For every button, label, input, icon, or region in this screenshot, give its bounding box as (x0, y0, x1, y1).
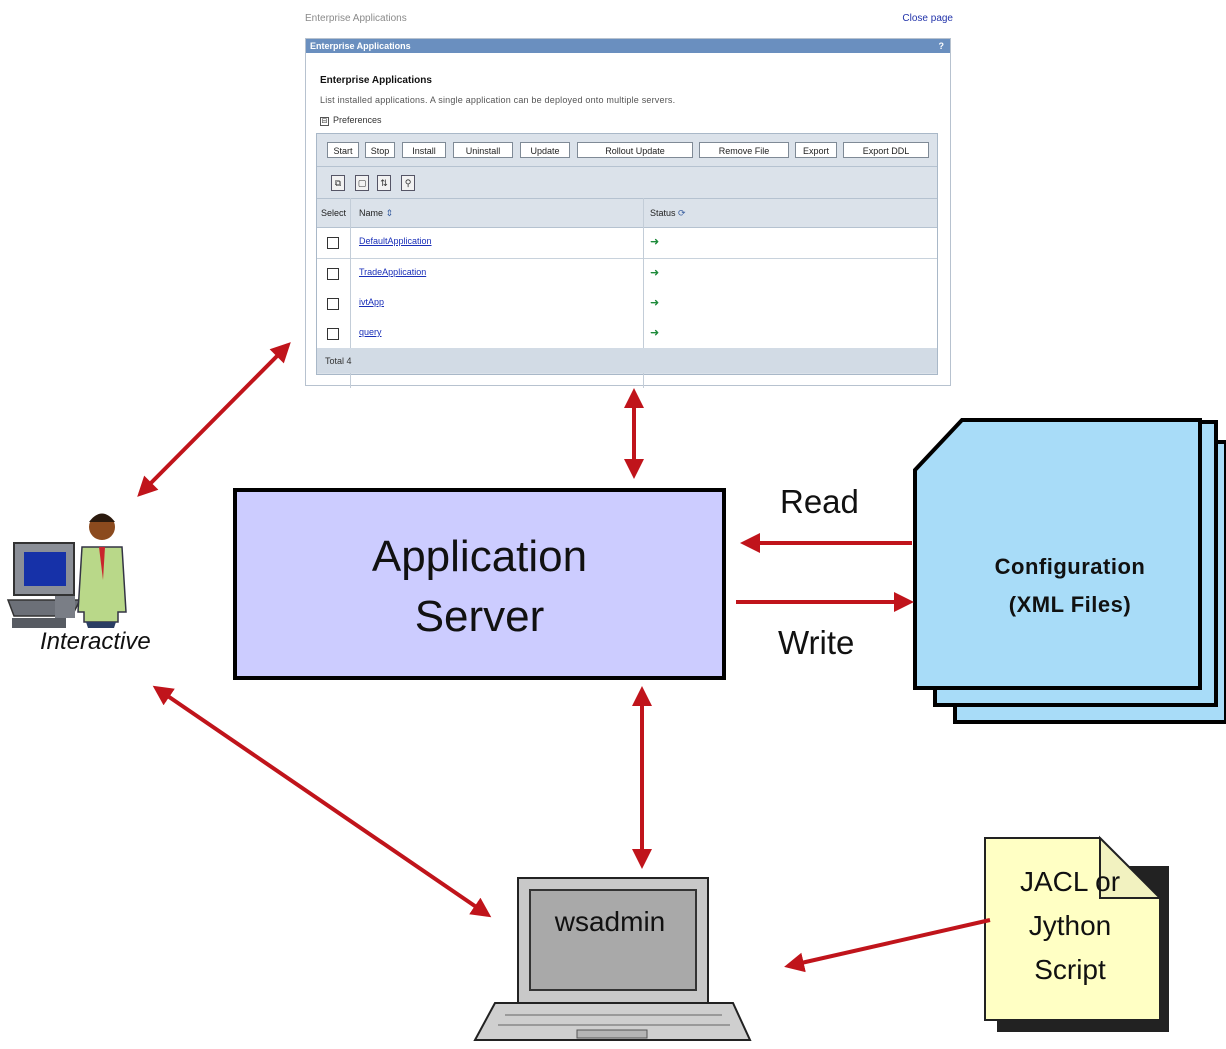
stop-button[interactable]: Stop (365, 142, 395, 158)
started-status-icon: ➜ (650, 327, 660, 339)
config-label-line1: Configuration (994, 554, 1146, 579)
app-name-link[interactable]: query (359, 327, 382, 337)
wsadmin-label: wsadmin (554, 906, 666, 937)
app-name-link[interactable]: DefaultApplication (359, 236, 432, 246)
page-title: Enterprise Applications (320, 75, 432, 86)
script-label-line1: JACL or (1019, 866, 1121, 897)
app-name-link[interactable]: TradeApplication (359, 267, 427, 277)
help-icon[interactable]: ? (938, 41, 945, 51)
select-all-icon[interactable]: ⧉ (331, 175, 345, 191)
preferences-toggle[interactable]: ⊟ Preferences (320, 115, 382, 126)
export-ddl-button[interactable]: Export DDL (843, 142, 929, 158)
deselect-all-icon[interactable]: ▢ (355, 175, 369, 191)
panel-title-bar: Enterprise Applications ? (306, 39, 950, 53)
applications-table: Start Stop Install Uninstall Update Roll… (316, 133, 938, 388)
row-checkbox[interactable] (327, 237, 339, 249)
configuration-xml-files-icon (913, 418, 1226, 724)
close-page-link[interactable]: Close page (902, 13, 953, 24)
script-label-line3: Script (1034, 954, 1106, 985)
filter-icon[interactable]: ⇅ (377, 175, 391, 191)
app-name-link[interactable]: ivtApp (359, 297, 385, 307)
script-wsadmin-arrow (784, 918, 991, 973)
started-status-icon: ➜ (650, 267, 660, 279)
install-button[interactable]: Install (402, 142, 446, 158)
breadcrumb[interactable]: Enterprise Applications (305, 13, 407, 24)
config-label-line2: (XML Files) (1008, 592, 1132, 617)
sort-icon: ⇕ (385, 208, 394, 218)
table-header: Select Name ⇕ Status ⟳ (317, 198, 937, 228)
script-label-line2: Jython (1028, 910, 1112, 941)
select-column-header: Select (321, 208, 347, 218)
script-document-icon (984, 835, 1169, 1032)
column-divider (643, 198, 644, 388)
user-at-computer-icon (6, 513, 127, 628)
start-button[interactable]: Start (327, 142, 359, 158)
export-button[interactable]: Export (795, 142, 837, 158)
table-footer: Total 4 (317, 348, 937, 373)
user-console-arrow (137, 342, 291, 497)
laptop-icon (473, 877, 752, 1041)
row-checkbox[interactable] (327, 268, 339, 280)
collapse-icon: ⊟ (320, 117, 329, 126)
row-checkbox[interactable] (327, 328, 339, 340)
update-button[interactable]: Update (520, 142, 570, 158)
status-header-label: Status (650, 208, 676, 218)
script-label: JACL or Jython Script (1000, 860, 1140, 992)
panel-title: Enterprise Applications (310, 41, 411, 51)
table-row: TradeApplication ➜ (317, 259, 937, 290)
status-column-header[interactable]: Status ⟳ (650, 208, 686, 219)
page-description: List installed applications. A single ap… (320, 95, 676, 105)
table-tool-row: ⧉ ▢ ⇅ ⚲ (317, 167, 937, 197)
action-button-row: Start Stop Install Uninstall Update Roll… (317, 134, 937, 167)
total-count: Total 4 (325, 356, 352, 366)
uninstall-button[interactable]: Uninstall (453, 142, 513, 158)
write-label: Write (778, 624, 855, 661)
configuration-label: Configuration (XML Files) (940, 548, 1200, 624)
preferences-label: Preferences (333, 115, 382, 125)
name-column-header[interactable]: Name ⇕ (359, 208, 393, 219)
app-server-label-line2: Server (414, 592, 545, 641)
rollout-update-button[interactable]: Rollout Update (577, 142, 693, 158)
console-panel: Enterprise Applications ? Enterprise App… (305, 38, 951, 388)
application-server-box: Application Server (233, 488, 726, 680)
interactive-label: Interactive (40, 628, 151, 655)
row-checkbox[interactable] (327, 298, 339, 310)
table-row: ivtApp ➜ (317, 289, 937, 320)
user-wsadmin-arrow (152, 685, 492, 918)
admin-console-screenshot: Enterprise Applications Close page Enter… (305, 10, 953, 388)
read-label: Read (780, 483, 859, 520)
started-status-icon: ➜ (650, 297, 660, 309)
show-filter-icon[interactable]: ⚲ (401, 175, 415, 191)
refresh-status-icon: ⟳ (678, 208, 686, 218)
name-header-label: Name (359, 208, 384, 218)
column-divider (350, 198, 351, 388)
app-server-label-line1: Application (371, 532, 588, 581)
started-status-icon: ➜ (650, 236, 660, 248)
table-row: DefaultApplication ➜ (317, 228, 937, 259)
remove-file-button[interactable]: Remove File (699, 142, 789, 158)
